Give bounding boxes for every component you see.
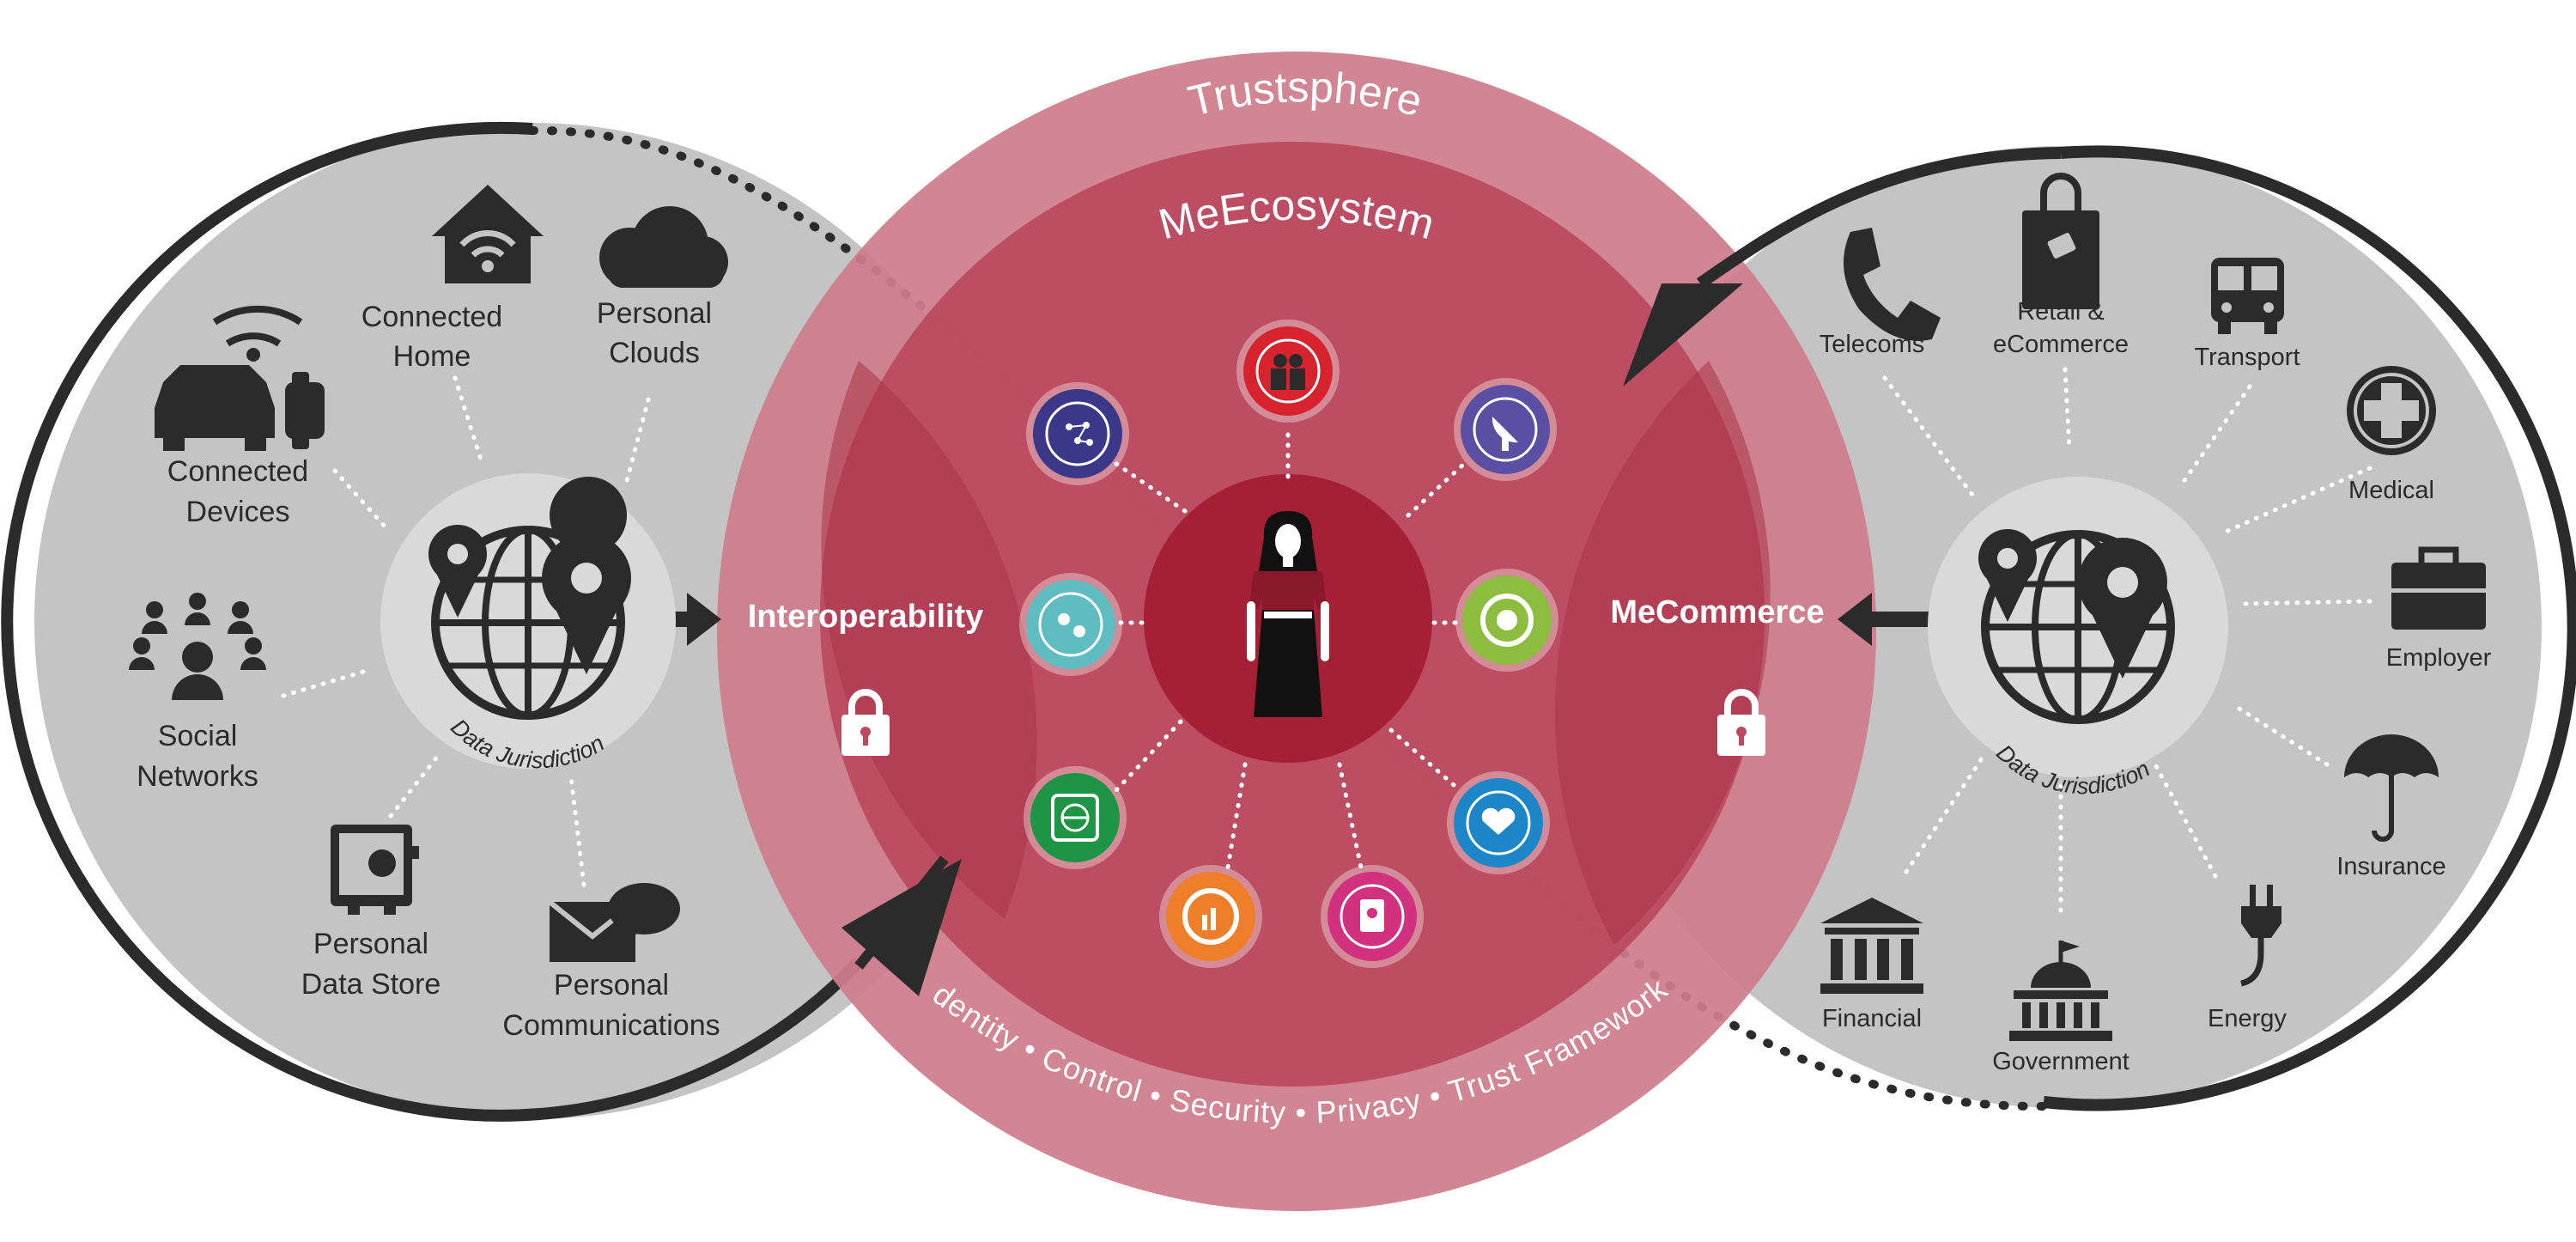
arrow-head-bottom-left xyxy=(841,859,962,996)
spoke xyxy=(332,468,389,531)
left-circle-border xyxy=(1,121,864,1122)
label-retail-1: Retail & xyxy=(2017,298,2105,326)
satellite-barchart xyxy=(1159,865,1262,968)
label-employer: Employer xyxy=(2386,644,2492,672)
label-connected-devices-2: Devices xyxy=(186,496,290,528)
house-wifi-icon xyxy=(432,185,544,283)
mecommerce-label: MeCommerce xyxy=(1610,594,1824,630)
cloud-icon xyxy=(599,206,728,288)
globe-pin-icon xyxy=(1978,529,2175,724)
label-personal-data-store-1: Personal xyxy=(313,928,428,960)
label-social-networks-2: Networks xyxy=(137,760,258,793)
label-transport: Transport xyxy=(2194,344,2300,371)
spoke xyxy=(624,397,651,484)
right-overlap xyxy=(1554,361,1771,945)
bus-icon xyxy=(2211,258,2284,334)
satellite-hands xyxy=(1447,771,1550,874)
umbrella-icon xyxy=(2344,734,2439,842)
spoke xyxy=(2153,762,2218,879)
medical-cross-icon xyxy=(2347,366,2436,455)
label-social-networks-1: Social xyxy=(158,720,238,752)
phone-icon xyxy=(1844,228,1941,341)
label-government: Government xyxy=(1992,1048,2129,1075)
label-connected-home-1: Connected xyxy=(361,301,502,333)
spoke xyxy=(2239,599,2372,606)
label-retail-2: eCommerce xyxy=(1993,331,2129,358)
spoke xyxy=(2178,384,2252,488)
bank-icon xyxy=(1820,898,1923,994)
label-personal-data-store-2: Data Store xyxy=(301,968,441,1001)
globe-pin-icon xyxy=(428,477,631,720)
spoke xyxy=(2063,367,2072,454)
label-financial: Financial xyxy=(1822,1005,1922,1032)
label-energy: Energy xyxy=(2208,1005,2287,1032)
spoke xyxy=(453,375,483,462)
spoke xyxy=(388,753,440,819)
safe-icon xyxy=(331,825,419,915)
satellite-profiles xyxy=(1019,573,1122,676)
government-building-icon xyxy=(2009,941,2112,1041)
label-telecoms: Telecoms xyxy=(1820,331,1925,358)
shopping-bag-icon xyxy=(2022,173,2099,309)
spoke xyxy=(2221,466,2372,535)
satellite-passport xyxy=(1321,865,1424,968)
label-personal-communications-2: Communications xyxy=(502,1009,720,1042)
car-watch-icon xyxy=(155,305,325,451)
satellite-dish xyxy=(1454,378,1557,481)
arrow-head-top-right xyxy=(1623,283,1743,387)
spoke xyxy=(281,667,372,698)
label-personal-clouds-1: Personal xyxy=(597,297,712,330)
spoke xyxy=(1882,375,1978,501)
satellite-network xyxy=(1026,382,1129,485)
spoke xyxy=(1904,753,1986,874)
mail-chat-icon xyxy=(548,883,680,962)
spoke xyxy=(2230,702,2330,767)
label-insurance: Insurance xyxy=(2336,853,2445,880)
people-network-icon xyxy=(129,593,266,700)
interoperability-label: Interoperability xyxy=(748,599,984,635)
spoke xyxy=(568,775,586,887)
label-medical: Medical xyxy=(2348,477,2434,504)
label-personal-clouds-2: Clouds xyxy=(609,337,700,369)
person-figure-icon xyxy=(1247,511,1329,717)
arrow-top-right-shaft xyxy=(1696,147,2062,289)
label-personal-communications-1: Personal xyxy=(554,969,669,1002)
satellite-globe-chip xyxy=(1024,766,1127,869)
briefcase-icon xyxy=(2391,546,2486,630)
satellite-aperture xyxy=(1455,569,1558,672)
label-connected-home-2: Home xyxy=(393,340,471,373)
plug-icon xyxy=(2240,885,2281,987)
left-overlap xyxy=(821,361,1037,919)
lock-icon-right xyxy=(1717,689,1765,756)
right-circle-border xyxy=(2043,145,2576,1111)
lock-icon-left xyxy=(841,689,890,756)
satellite-couple xyxy=(1236,320,1340,423)
label-connected-devices-1: Connected xyxy=(167,455,308,488)
